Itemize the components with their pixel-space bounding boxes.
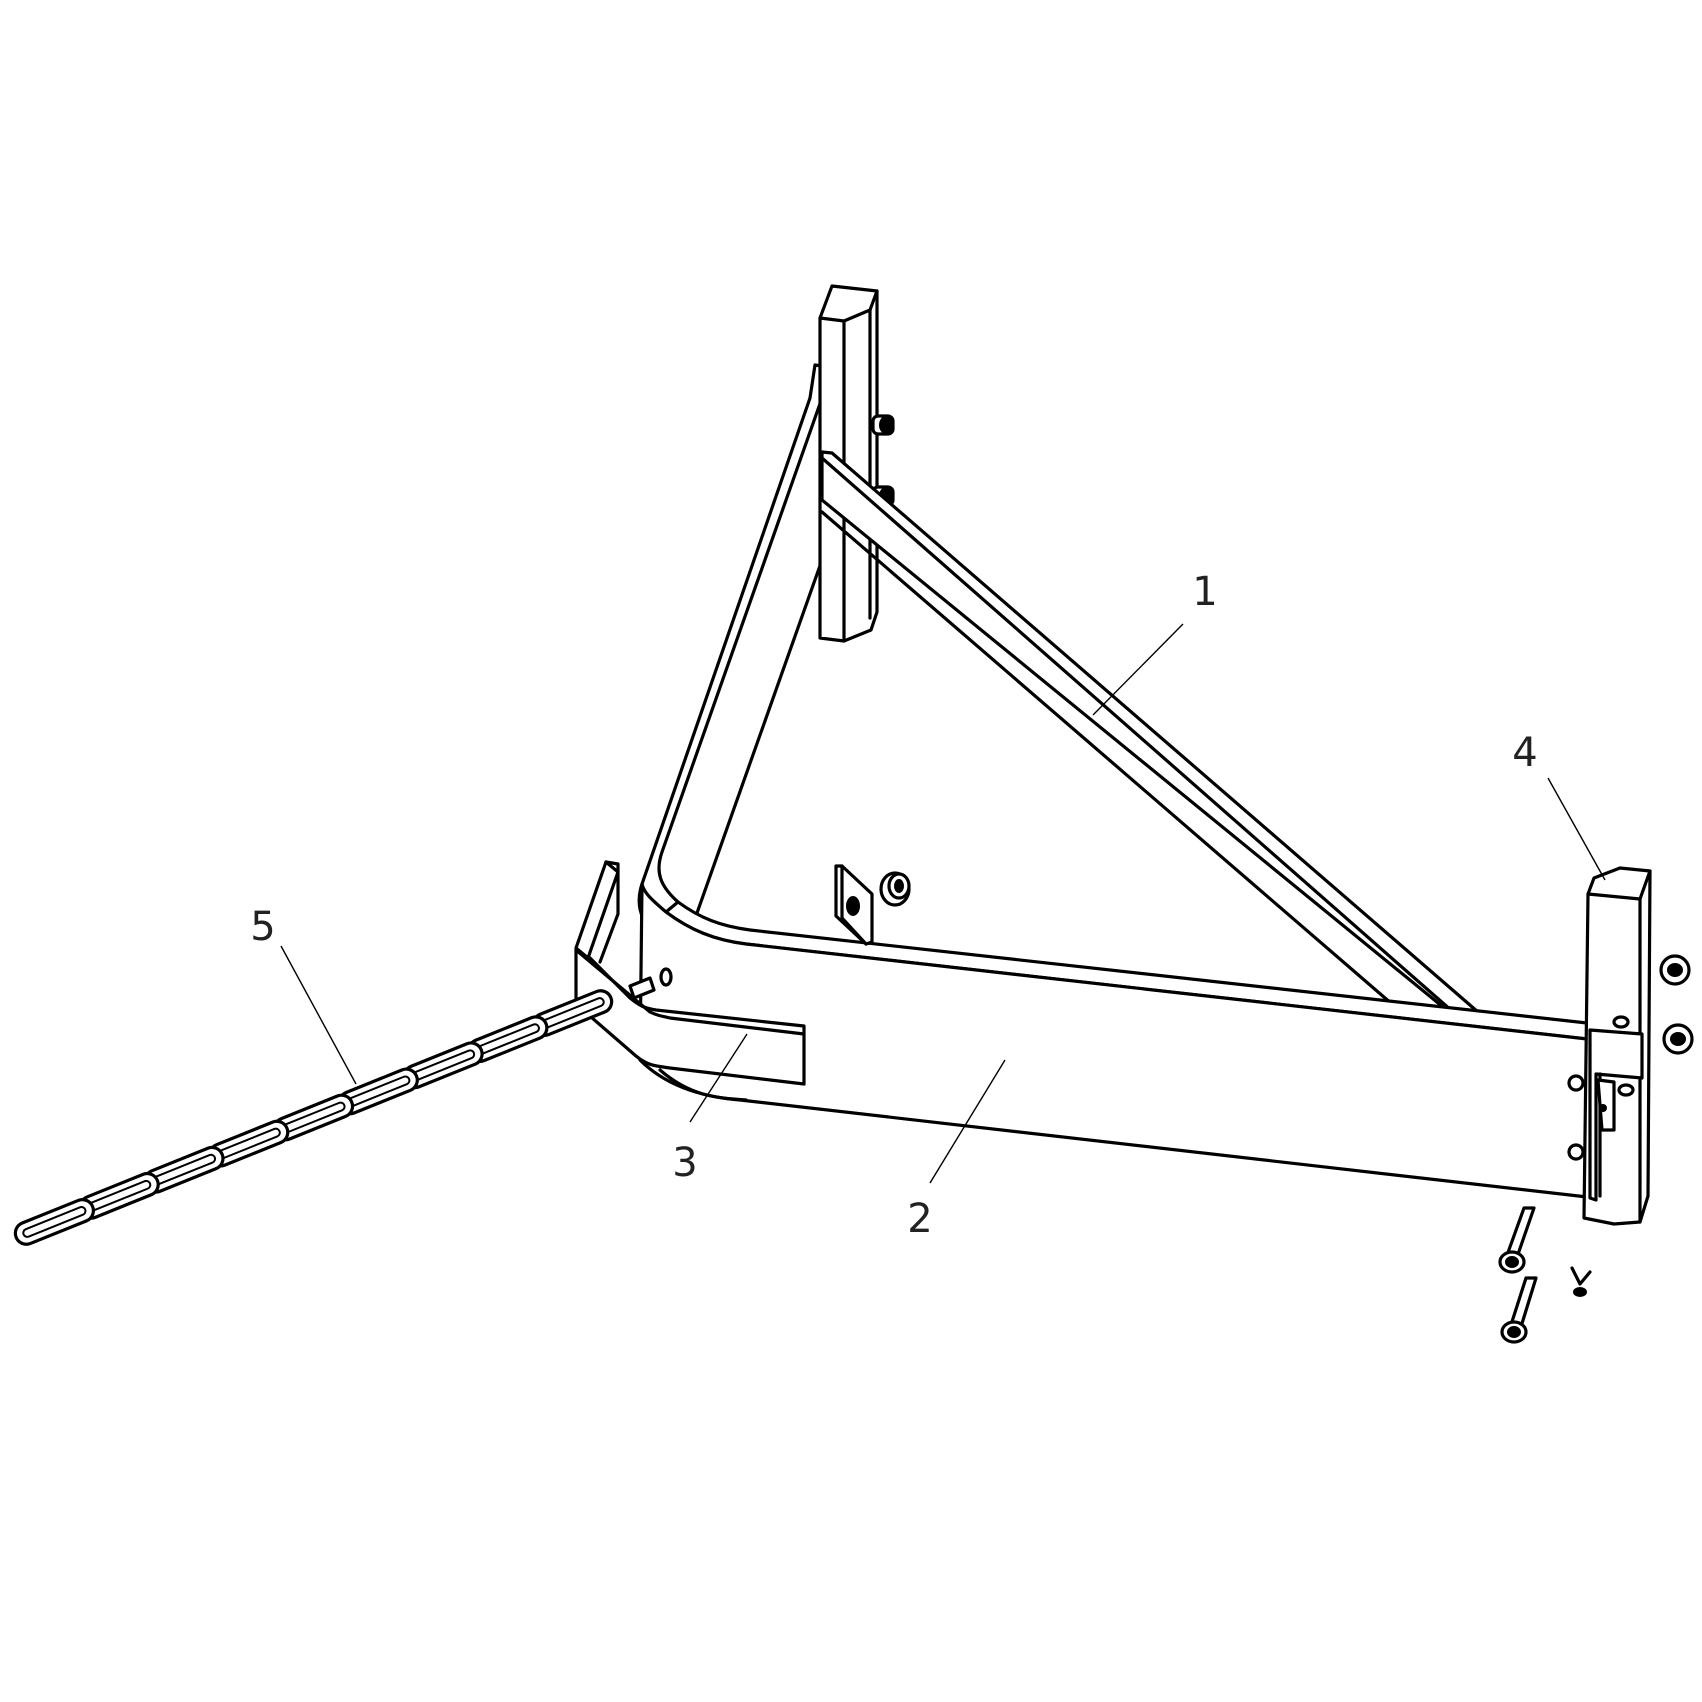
callout-label-3: 3 [672, 1140, 697, 1186]
hex-bolt-lower [1500, 1276, 1538, 1344]
callout-label-4: 4 [1512, 730, 1537, 776]
callout-label-5: 5 [250, 904, 275, 950]
post-bolt-upper [871, 414, 895, 436]
callout-leader-4 [1547, 777, 1606, 881]
frame-left-leg [637, 363, 824, 930]
callout-leader-1 [1092, 623, 1184, 716]
slide-bracket-part-3 [574, 860, 806, 1086]
chain-pin [628, 976, 656, 1000]
hex-bolt-upper [1498, 1206, 1536, 1274]
callout-leader-2 [929, 1059, 1006, 1184]
main-arm-body [638, 882, 1598, 1200]
right-post-latch [1596, 1078, 1616, 1132]
main-arm-part-2 [638, 882, 1598, 1200]
callout-leader-5 [280, 945, 357, 1085]
right-post-collar [1588, 1028, 1644, 1202]
right-post-nut-lower [1662, 1023, 1694, 1055]
frame-upper-post [818, 284, 879, 643]
frame-part-1 [637, 284, 1598, 1042]
callout-label-2: 2 [907, 1196, 932, 1242]
frame-diagonal-brace [820, 450, 1480, 1018]
right-post-part-4 [1582, 866, 1652, 1226]
arm-hole-lower [1567, 1143, 1585, 1161]
callout-label-1: 1 [1192, 569, 1217, 615]
wing-nut [1570, 1266, 1592, 1297]
chain-part-5 [13, 989, 614, 1246]
hex-nut [879, 871, 911, 907]
callouts: 1 2 3 4 5 [250, 569, 1606, 1242]
square-washer [834, 864, 874, 946]
right-post-nut-upper [1659, 954, 1691, 986]
arm-pin-hole [659, 967, 673, 987]
arm-hole-upper [1567, 1074, 1585, 1092]
callout-leader-3 [689, 1033, 748, 1123]
chain-link [13, 1198, 96, 1246]
